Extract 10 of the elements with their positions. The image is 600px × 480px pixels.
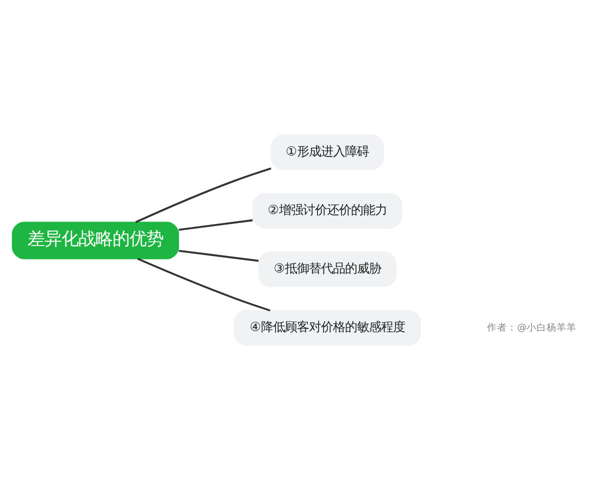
connector	[178, 250, 259, 262]
node-box: 差异化战略的优势	[12, 222, 179, 260]
connector	[135, 168, 272, 224]
node-box: ③抵御替代品的威胁	[258, 252, 397, 288]
node-box: ④降低顾客对价格的敏感程度	[234, 310, 421, 346]
node-box: ②增强讨价还价的能力	[252, 192, 402, 228]
connector	[137, 258, 270, 312]
connector	[178, 219, 253, 231]
label: 作者：@小白杨羊羊	[487, 322, 577, 334]
node-box: ①形成进入障碍	[270, 134, 384, 170]
